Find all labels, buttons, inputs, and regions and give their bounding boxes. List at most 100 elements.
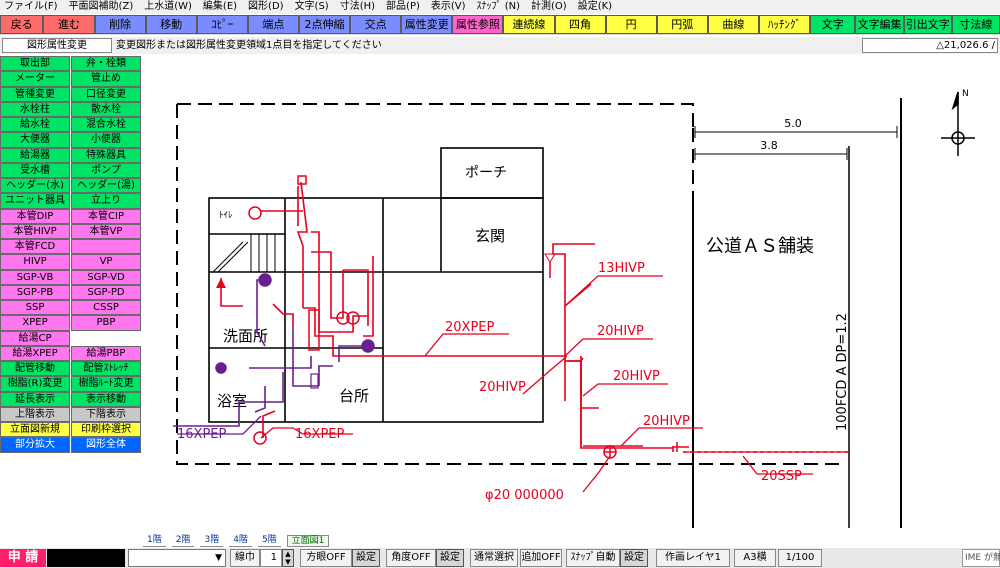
drawing-canvas[interactable]: 5.0 3.8 N 公道ＡＳ舗装 100FCD A DP=1.2 [143, 56, 1000, 534]
floor-tab[interactable]: 2階 [171, 535, 195, 547]
line-type-combo[interactable]: ▼ [128, 549, 226, 567]
floor-tab[interactable]: 4階 [229, 535, 252, 547]
panel-button[interactable]: 大便器 [0, 132, 70, 148]
toolbar-button[interactable]: 四角 [554, 15, 606, 34]
panel-button[interactable]: PBP [71, 315, 141, 331]
panel-button[interactable]: 散水栓 [71, 101, 141, 117]
panel-button[interactable]: ユニット器具 [0, 193, 70, 209]
panel-button[interactable]: SGP-PB [0, 284, 70, 300]
menu-item[interactable]: ファイル(F) [4, 1, 58, 12]
menu-item[interactable]: 計測(O) [531, 1, 567, 12]
snap-settings-button[interactable]: 設定 [620, 549, 648, 567]
menu-item[interactable]: 文字(S) [294, 1, 329, 12]
panel-button[interactable]: SGP-VD [71, 269, 141, 285]
panel-button[interactable]: XPEP [0, 315, 70, 331]
panel-button[interactable]: 下階表示 [71, 406, 141, 422]
panel-button[interactable]: 本管CIP [71, 208, 141, 224]
panel-button[interactable]: 本管DIP [0, 208, 70, 224]
toolbar-button[interactable]: 寸法線 [951, 15, 1000, 34]
panel-button[interactable]: 口径変更 [71, 86, 141, 102]
panel-button[interactable]: 受水槽 [0, 162, 70, 178]
panel-button[interactable]: 管止め [71, 71, 141, 87]
panel-button[interactable]: 印刷枠選択 [71, 422, 141, 438]
panel-button[interactable]: 上階表示 [0, 406, 70, 422]
panel-button[interactable]: HIVP [0, 254, 70, 270]
panel-button[interactable]: 部分拡大 [0, 437, 70, 453]
panel-button[interactable] [71, 239, 141, 255]
toolbar-button[interactable]: 円 [605, 15, 657, 34]
line-width-input[interactable]: 1 [260, 549, 282, 567]
panel-button[interactable]: 給水栓 [0, 117, 70, 133]
add-mode-toggle[interactable]: 追加OFF [520, 549, 562, 567]
panel-button[interactable]: 取出部 [0, 56, 70, 72]
apply-button[interactable]: 申 請 [0, 549, 46, 567]
floor-tab[interactable]: 5階 [257, 535, 281, 547]
toolbar-button[interactable]: 移動 [145, 15, 197, 34]
toolbar-button[interactable]: 端点 [247, 15, 299, 34]
panel-button[interactable]: 樹脂ﾙｰﾄ変更 [71, 376, 141, 392]
toolbar-button[interactable]: ﾊｯﾁﾝｸﾞ [758, 15, 811, 34]
panel-button[interactable]: 給湯CP [0, 330, 70, 346]
panel-button[interactable]: 管種変更 [0, 86, 70, 102]
menu-item[interactable]: 図形(D) [248, 1, 284, 12]
menu-item[interactable]: 設定(K) [577, 1, 613, 12]
panel-button[interactable]: 混合水栓 [71, 117, 141, 133]
menu-item[interactable]: 寸法(H) [339, 1, 376, 12]
snap-mode[interactable]: ｽﾅｯﾌﾟ自動 [566, 549, 620, 567]
menu-item[interactable]: 上水道(W) [144, 1, 192, 12]
panel-button[interactable]: SGP-PD [71, 284, 141, 300]
panel-button[interactable]: 本管HIVP [0, 223, 70, 239]
layer-indicator[interactable]: 作画レイヤ1 [656, 549, 730, 567]
toolbar-button[interactable]: 属性変更 [401, 15, 453, 34]
panel-button[interactable]: 樹脂(R)変更 [0, 376, 70, 392]
toolbar-button[interactable]: 円弧 [656, 15, 708, 34]
floor-tab[interactable]: 1階 [143, 535, 166, 547]
panel-button[interactable]: 給湯器 [0, 147, 70, 163]
menu-item[interactable]: 平面図補助(Z) [68, 1, 134, 12]
select-mode[interactable]: 通常選択 [470, 549, 518, 567]
panel-button[interactable]: 配管ｽﾄﾚｯﾁ [71, 361, 141, 377]
panel-button[interactable]: 図形全体 [71, 437, 141, 453]
panel-button[interactable]: VP [71, 254, 141, 270]
floor-tab[interactable]: 3階 [200, 535, 224, 547]
toolbar-button[interactable]: 交点 [350, 15, 402, 34]
ortho-settings-button[interactable]: 設定 [352, 549, 380, 567]
toolbar-button[interactable]: 文字 [810, 15, 856, 34]
panel-button[interactable]: ポンプ [71, 162, 141, 178]
toolbar-button[interactable]: 文字編集 [855, 15, 904, 34]
angle-toggle[interactable]: 角度OFF [386, 549, 436, 567]
panel-button[interactable]: 表示移動 [71, 391, 141, 407]
panel-button[interactable]: 弁・栓類 [71, 56, 141, 72]
menu-item[interactable]: 編集(E) [202, 1, 238, 12]
menu-item[interactable]: 表示(V) [430, 1, 466, 12]
toolbar-button[interactable]: 曲線 [707, 15, 759, 34]
toolbar-button[interactable]: 削除 [94, 15, 146, 34]
panel-button[interactable]: 本管VP [71, 223, 141, 239]
toolbar-button[interactable]: 連続線 [503, 15, 555, 34]
panel-button[interactable]: 特殊器具 [71, 147, 141, 163]
toolbar-button[interactable]: ｺﾋﾟｰ [196, 15, 248, 34]
toolbar-button[interactable]: 引出文字 [903, 15, 952, 34]
floor-tab[interactable]: 立面図1 [286, 535, 330, 547]
panel-button[interactable]: 小便器 [71, 132, 141, 148]
panel-button[interactable]: 立上り [71, 193, 141, 209]
panel-button[interactable]: 本管FCD [0, 239, 70, 255]
paper-size[interactable]: A3横 [734, 549, 776, 567]
panel-button[interactable]: メーター [0, 71, 70, 87]
toolbar-button[interactable]: 2点伸縮 [298, 15, 351, 34]
panel-button[interactable]: ヘッダー(湯) [71, 178, 141, 194]
scale-indicator[interactable]: 1/100 [778, 549, 822, 567]
toolbar-button[interactable]: 進む [43, 15, 95, 34]
menu-item[interactable]: ｽﾅｯﾌﾟ (N) [476, 1, 521, 12]
panel-button[interactable]: 水栓柱 [0, 101, 70, 117]
panel-button[interactable]: CSSP [71, 300, 141, 316]
menu-item[interactable]: 部品(P) [386, 1, 420, 12]
panel-button[interactable]: 延長表示 [0, 391, 70, 407]
panel-button[interactable]: 給湯PBP [71, 345, 141, 361]
panel-button[interactable]: ヘッダー(水) [0, 178, 70, 194]
panel-button[interactable]: SSP [0, 300, 70, 316]
panel-button[interactable]: 立面図新規 [0, 422, 70, 438]
toolbar-button[interactable]: 戻る [0, 15, 44, 34]
panel-button[interactable]: 配管移動 [0, 361, 70, 377]
panel-button[interactable]: SGP-VB [0, 269, 70, 285]
